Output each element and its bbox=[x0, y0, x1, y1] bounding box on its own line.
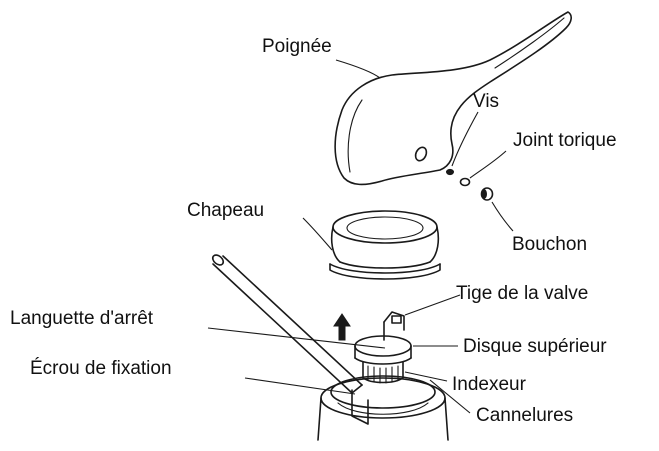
label-joint-torique: Joint torique bbox=[513, 130, 617, 151]
o-ring-part bbox=[459, 177, 471, 187]
label-ecrou-fixation: Écrou de fixation bbox=[30, 358, 172, 379]
cap-part bbox=[329, 210, 441, 280]
leader-tige bbox=[404, 294, 461, 316]
leader-cannelures bbox=[429, 379, 471, 414]
leader-poignee bbox=[335, 59, 381, 79]
leader-indexeur bbox=[404, 371, 448, 382]
screw-part bbox=[446, 168, 454, 176]
leader-vis bbox=[451, 111, 479, 167]
leader-joint bbox=[469, 150, 507, 179]
label-tige-valve: Tige de la valve bbox=[456, 283, 588, 304]
up-arrow bbox=[333, 313, 351, 341]
leader-languette bbox=[207, 327, 386, 349]
label-cannelures: Cannelures bbox=[476, 405, 573, 426]
label-disque-superieur: Disque supérieur bbox=[463, 336, 607, 357]
label-indexeur: Indexeur bbox=[452, 374, 527, 395]
valve-assembly bbox=[354, 311, 412, 384]
label-chapeau: Chapeau bbox=[187, 200, 264, 221]
label-poignee: Poignée bbox=[262, 36, 332, 57]
leader-bouchon bbox=[491, 201, 514, 232]
handle-part bbox=[334, 11, 572, 186]
tool-part bbox=[211, 254, 363, 394]
label-languette-arret: Languette d'arrêt bbox=[10, 308, 154, 329]
cap-plug-part bbox=[480, 187, 494, 201]
label-bouchon: Bouchon bbox=[512, 234, 587, 255]
labels: Poignée Vis Joint torique Bouchon Chapea… bbox=[10, 36, 617, 426]
leader-lines bbox=[207, 59, 514, 414]
leader-ecrou bbox=[244, 377, 356, 395]
label-vis: Vis bbox=[473, 91, 499, 112]
leader-chapeau bbox=[302, 217, 333, 251]
base-part bbox=[317, 375, 449, 441]
